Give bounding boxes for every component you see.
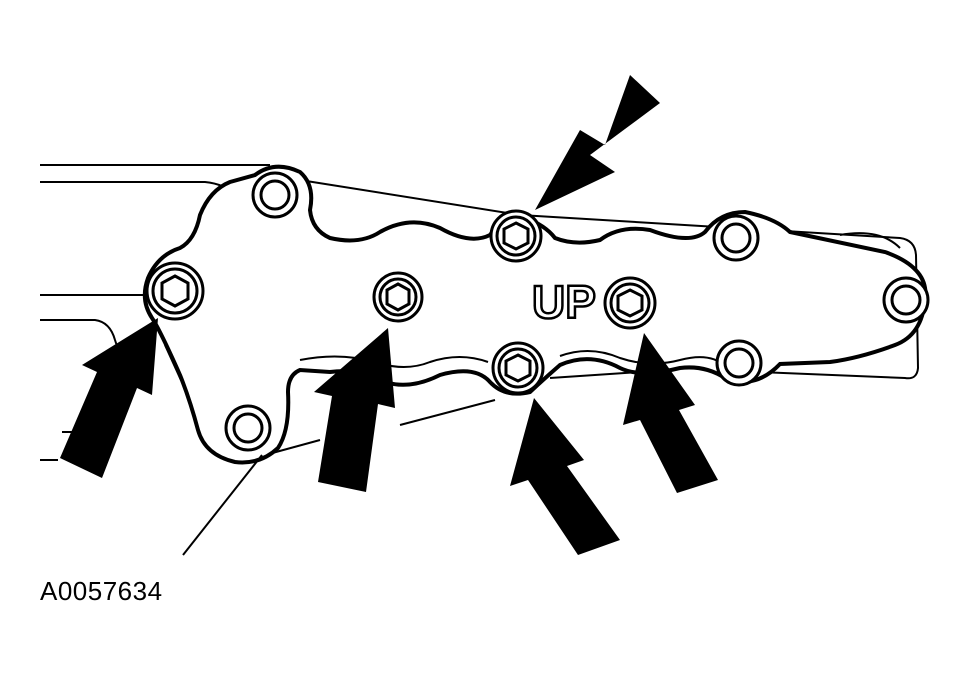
bolt-icon (145, 261, 205, 321)
figure-reference-code: A0057634 (40, 576, 163, 606)
dowel-icon (224, 404, 272, 452)
dowel-icon (251, 171, 299, 219)
up-marking: UP (532, 276, 596, 328)
arrow-icon (314, 328, 395, 492)
arrow-icon (623, 333, 718, 493)
bolt-icon (491, 341, 545, 395)
dowel-icon (715, 339, 763, 387)
arrow-icon (535, 75, 660, 210)
bolt-icon (603, 276, 657, 330)
arrow-icon (510, 398, 620, 555)
arrow-icon (60, 318, 158, 478)
bolt-icon (489, 209, 543, 263)
leader-line (182, 454, 263, 556)
bolt-icon (372, 271, 424, 323)
dowel-icon (712, 214, 760, 262)
dowel-icon (882, 276, 930, 324)
